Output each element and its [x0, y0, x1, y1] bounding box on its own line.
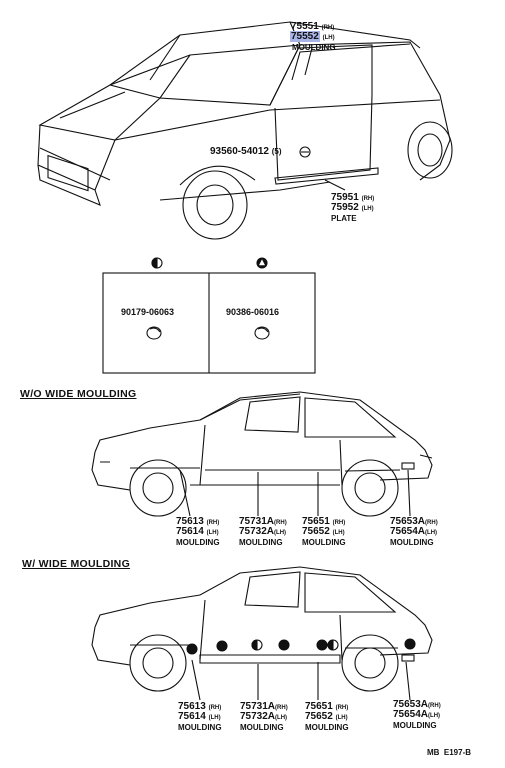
car-side-view-wo-wide	[91, 391, 433, 517]
wo-front-rh: 75613 (RH)	[176, 516, 220, 527]
wo-front-name: MOULDING	[176, 538, 220, 547]
clip-symbols-bottom	[186, 638, 416, 655]
plate-name: PLATE	[331, 214, 357, 223]
diagram-code: MB E197-B	[427, 748, 472, 757]
wo-rear-rh: 75653A(RH)	[390, 516, 438, 527]
w-front-rh: 75613 (RH)	[178, 701, 222, 712]
w-door-name: MOULDING	[240, 723, 284, 732]
half-circle-symbol	[151, 257, 163, 269]
screw-label: 93560-54012 (5)	[210, 146, 282, 157]
triangle-circle-symbol	[256, 257, 268, 269]
wo-quarter-lh: 75652 (LH)	[302, 526, 345, 537]
w-quarter-name: MOULDING	[305, 723, 349, 732]
w-door-rh: 75731A(RH)	[240, 701, 288, 712]
wo-door-name: MOULDING	[239, 538, 283, 547]
clip-box	[102, 272, 316, 374]
w-rear-name: MOULDING	[393, 721, 437, 730]
plate-lh-label: 75952 (LH)	[331, 202, 374, 213]
wo-door-lh: 75732A(LH)	[239, 526, 287, 537]
w-front-name: MOULDING	[178, 723, 222, 732]
car-side-view-w-wide	[91, 566, 433, 701]
roof-moulding-rh-label: 75551 (RH)	[291, 21, 335, 32]
roof-moulding-name: MOULDING	[292, 43, 336, 52]
roof-moulding-lh-label: 75552 (LH)	[290, 31, 335, 42]
plate-rh-label: 75951 (RH)	[331, 192, 375, 203]
w-front-lh: 75614 (LH)	[178, 711, 221, 722]
wo-wide-heading: W/O WIDE MOULDING	[20, 388, 137, 400]
w-door-lh: 75732A(LH)	[240, 711, 288, 722]
w-rear-rh: 75653A(RH)	[393, 699, 441, 710]
w-quarter-lh: 75652 (LH)	[305, 711, 348, 722]
clip-left-part: 90179-06063	[121, 307, 175, 317]
wo-quarter-rh: 75651 (RH)	[302, 516, 346, 527]
w-rear-lh: 75654A(LH)	[393, 709, 441, 720]
car-three-quarter-view	[37, 21, 453, 240]
wo-rear-lh: 75654A(LH)	[390, 526, 438, 537]
w-wide-heading: W/ WIDE MOULDING	[22, 558, 131, 570]
w-quarter-rh: 75651 (RH)	[305, 701, 349, 712]
wo-door-rh: 75731A(RH)	[239, 516, 287, 527]
clip-right-part: 90386-06016	[226, 307, 280, 317]
wo-quarter-name: MOULDING	[302, 538, 346, 547]
wo-rear-name: MOULDING	[390, 538, 434, 547]
wo-front-lh: 75614 (LH)	[176, 526, 219, 537]
